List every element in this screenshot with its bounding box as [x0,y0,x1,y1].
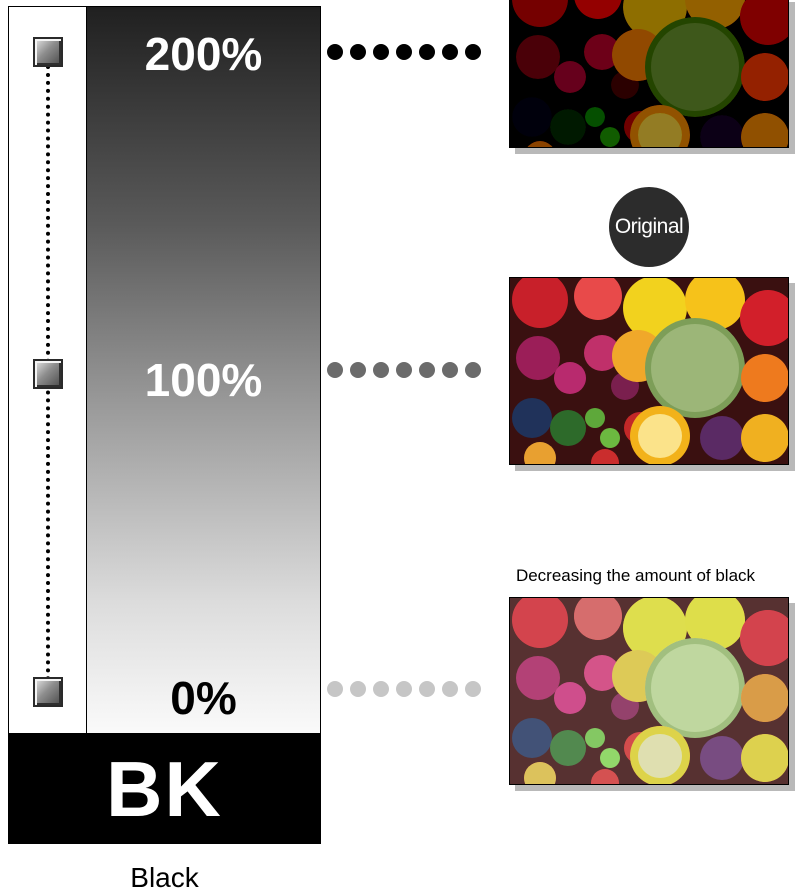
slider-handle-icon[interactable] [33,359,63,389]
level-label-100: 100% [144,354,263,406]
connector-dots-high [327,44,481,60]
channel-name: Black [130,862,199,893]
slider-handle-icon[interactable] [33,677,63,707]
sample-photo-high-black [509,0,789,148]
decrease-caption: Decreasing the amount of black [515,566,756,585]
original-badge: Original [609,187,689,267]
sample-photo-original [509,277,789,465]
slider-handle-icon[interactable] [33,37,63,67]
connector-dots-low [327,681,481,697]
level-label-0: 0% [170,672,237,724]
level-label-200: 200% [144,28,263,80]
slider-rail [8,6,86,734]
channel-code: BK [8,734,321,844]
black-gradient-scale: 200% 100% 0% [86,6,321,734]
sample-photo-low-black [509,597,789,785]
connector-dots-mid [327,362,481,378]
